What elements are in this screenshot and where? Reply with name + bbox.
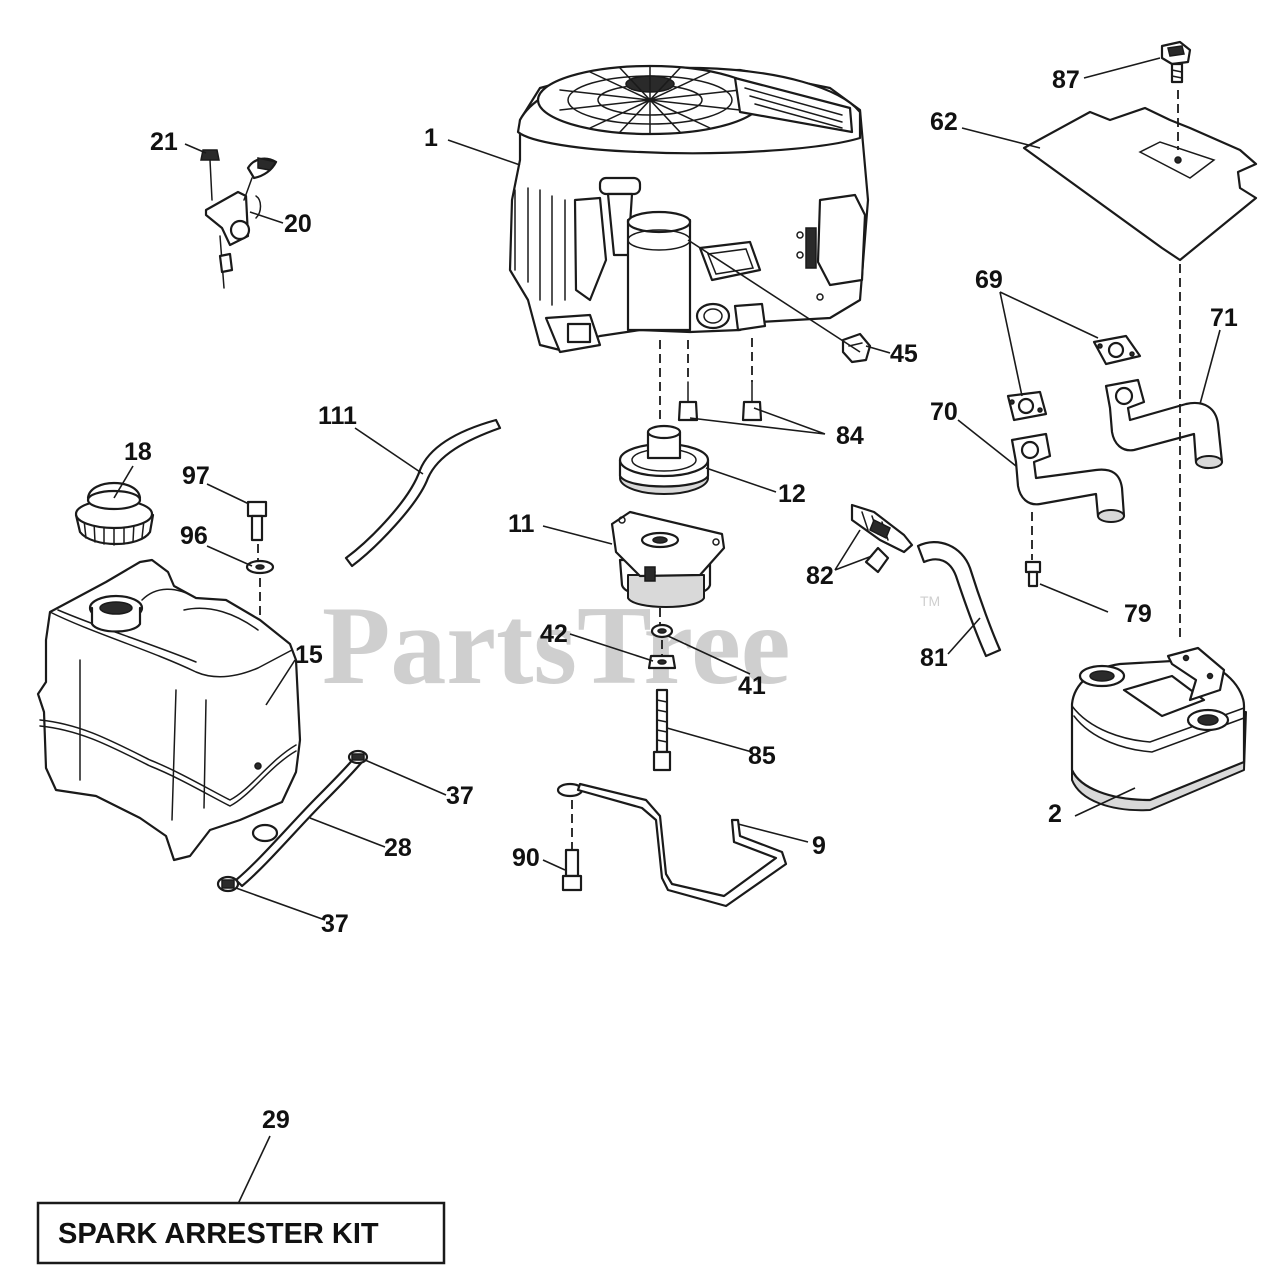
rod-bolt-part[interactable] [561,800,583,892]
callout-71: 71 [1210,304,1238,332]
spark-arrester-kit-label: SPARK ARRESTER KIT [58,1218,379,1250]
hose-clamp-lower-part[interactable] [216,875,240,893]
callout-11: 11 [508,510,535,538]
engine-bolts-part[interactable] [677,338,763,422]
callout-18: 18 [124,438,152,466]
watermark: PartsTree TM [322,584,940,708]
callout-87: 87 [1052,66,1080,94]
callout-79: 79 [1124,600,1152,628]
callout-84: 84 [836,422,864,450]
gasket-left-part[interactable] [1006,390,1048,422]
callout-62: 62 [930,108,958,136]
callout-69: 69 [975,266,1003,294]
callout-45: 45 [890,340,918,368]
clutch-bolt-part[interactable] [652,688,672,772]
engine-part[interactable] [508,64,870,354]
muffler-part[interactable] [1070,264,1247,812]
callout-1: 1 [424,124,438,152]
heat-shield-part[interactable] [1022,106,1258,262]
throttle-rod-part[interactable] [556,782,788,908]
callout-111: 111 [318,402,357,430]
throttle-bracket-part[interactable] [200,149,278,289]
gas-cap-part[interactable] [74,481,155,546]
callout-41: 41 [738,672,766,700]
oil-drain-plug-part[interactable] [841,332,872,364]
callout-15: 15 [295,641,323,669]
callout-28: 28 [384,834,412,862]
callout-85: 85 [748,742,776,770]
watermark-text: PartsTree [322,584,791,708]
callout-29: 29 [262,1106,290,1134]
exhaust-bolt-part[interactable] [1024,512,1042,588]
washers-part[interactable] [647,623,677,670]
gasket-right-part[interactable] [1092,334,1142,366]
callout-96: 96 [180,522,208,550]
fuel-hose-81-part[interactable] [916,541,1002,658]
callout-90: 90 [512,844,540,872]
callout-12: 12 [778,480,806,508]
exhaust-pipe-70-part[interactable] [1010,432,1126,523]
callout-labels: 1 2 9 11 12 15 18 20 21 28 29 37 37 41 4… [124,66,1238,1134]
leader-lines [113,57,1221,1205]
callout-70: 70 [930,398,958,426]
hose-clamp-upper-part[interactable] [347,749,369,765]
pulley-part[interactable] [618,424,710,495]
callout-20: 20 [284,210,312,238]
fuel-tank-part[interactable] [36,558,302,862]
spark-arrester-kit-box[interactable]: SPARK ARRESTER KIT [36,1201,446,1265]
callout-42: 42 [540,620,568,648]
callout-82: 82 [806,562,834,590]
callout-37-lower: 37 [321,910,349,938]
callout-2: 2 [1048,800,1062,828]
fuel-line-111-part[interactable] [344,418,502,568]
callout-37-upper: 37 [446,782,474,810]
fuel-filter-part[interactable] [850,503,914,574]
shield-knob-part[interactable] [1160,40,1192,150]
callout-81: 81 [920,644,948,672]
callout-97: 97 [182,462,210,490]
callout-21: 21 [150,128,178,156]
callout-9: 9 [812,832,826,860]
watermark-trademark: TM [920,593,940,609]
exhaust-pipe-71-part[interactable] [1104,378,1224,470]
pto-clutch-part[interactable] [610,510,726,608]
